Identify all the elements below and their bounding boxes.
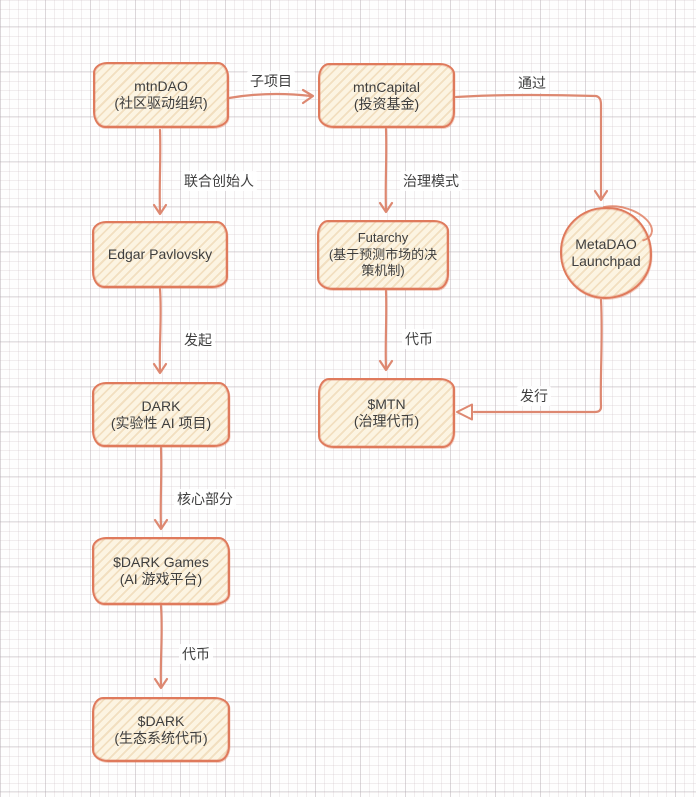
edge-label-governance-model[interactable]: 治理模式 bbox=[400, 171, 462, 191]
node-metadao-launchpad[interactable]: MetaDAO Launchpad bbox=[560, 207, 652, 299]
node-edgar-pavlovsky[interactable]: Edgar Pavlovsky bbox=[92, 221, 228, 288]
arrowhead-down-icon bbox=[593, 189, 609, 202]
arrowhead-down-icon bbox=[378, 201, 394, 214]
node-label: MetaDAO bbox=[575, 236, 637, 252]
edge-label-hexin[interactable]: 核心部分 bbox=[174, 489, 236, 509]
edge-label-cofounder[interactable]: 联合创始人 bbox=[181, 171, 257, 191]
node-sublabel: (投资基金) bbox=[353, 95, 420, 112]
node-label: mtnCapital bbox=[353, 78, 420, 95]
edge-metadao-mtntoken[interactable] bbox=[472, 298, 603, 414]
node-mtndao[interactable]: mtnDAO (社区驱动组织) bbox=[93, 62, 229, 128]
node-sublabel: (基于预测市场的决 bbox=[328, 246, 438, 262]
edge-edgar-dark[interactable] bbox=[158, 287, 162, 373]
edge-mtndao-edgar[interactable] bbox=[158, 128, 162, 214]
node-dark-token[interactable]: $DARK (生态系统代币) bbox=[92, 697, 230, 762]
edge-label-faqi[interactable]: 发起 bbox=[181, 330, 215, 350]
edge-mtncapital-futarchy[interactable] bbox=[384, 127, 388, 212]
node-label: DARK bbox=[141, 397, 181, 414]
node-label: Futarchy bbox=[357, 230, 409, 246]
edge-label-ziyangmu[interactable]: 子项目 bbox=[247, 71, 295, 91]
arrowhead-down-icon bbox=[152, 362, 168, 375]
node-sublabel: (生态系统代币) bbox=[114, 729, 208, 746]
arrowhead-down-icon bbox=[378, 359, 394, 372]
arrowhead-hollow-left-icon bbox=[456, 403, 473, 421]
edge-label-faxing[interactable]: 发行 bbox=[517, 386, 551, 406]
edge-darkgames-darktoken[interactable] bbox=[159, 604, 163, 688]
node-sublabel: 策机制) bbox=[361, 263, 405, 279]
node-sublabel: (治理代币) bbox=[353, 413, 420, 429]
node-label: $DARK Games bbox=[113, 554, 209, 570]
arrowhead-down-icon bbox=[153, 677, 169, 690]
edge-label-daibi-1[interactable]: 代币 bbox=[402, 329, 436, 349]
edge-label-tongguo[interactable]: 通过 bbox=[515, 73, 549, 93]
arrowhead-down-icon bbox=[152, 203, 168, 216]
edge-futarchy-mtntoken[interactable] bbox=[384, 289, 388, 370]
node-label: Edgar Pavlovsky bbox=[107, 246, 213, 262]
arrowhead-down-icon bbox=[153, 518, 169, 531]
node-sublabel: Launchpad bbox=[571, 253, 641, 269]
arrowhead-right-icon bbox=[301, 88, 315, 105]
node-label: $MTN bbox=[367, 396, 406, 412]
node-mtncapital[interactable]: mtnCapital (投资基金) bbox=[318, 63, 455, 128]
node-sublabel: (AI 游戏平台) bbox=[119, 571, 203, 587]
node-dark-games[interactable]: $DARK Games (AI 游戏平台) bbox=[92, 537, 230, 605]
edge-dark-darkgames[interactable] bbox=[159, 446, 163, 529]
edge-mtndao-mtncapital[interactable] bbox=[227, 92, 313, 100]
node-label: mtnDAO bbox=[134, 78, 188, 94]
node-sublabel: (实验性 AI 项目) bbox=[110, 414, 212, 431]
edge-mtncapital-metadao[interactable] bbox=[454, 93, 603, 199]
node-sublabel: (社区驱动组织) bbox=[114, 95, 208, 111]
node-mtn-token[interactable]: $MTN (治理代币) bbox=[318, 378, 455, 448]
node-dark[interactable]: DARK (实验性 AI 项目) bbox=[92, 382, 230, 447]
edge-label-daibi-2[interactable]: 代币 bbox=[179, 644, 213, 664]
node-label: $DARK bbox=[137, 712, 185, 729]
node-futarchy[interactable]: Futarchy (基于预测市场的决 策机制) bbox=[317, 220, 449, 290]
